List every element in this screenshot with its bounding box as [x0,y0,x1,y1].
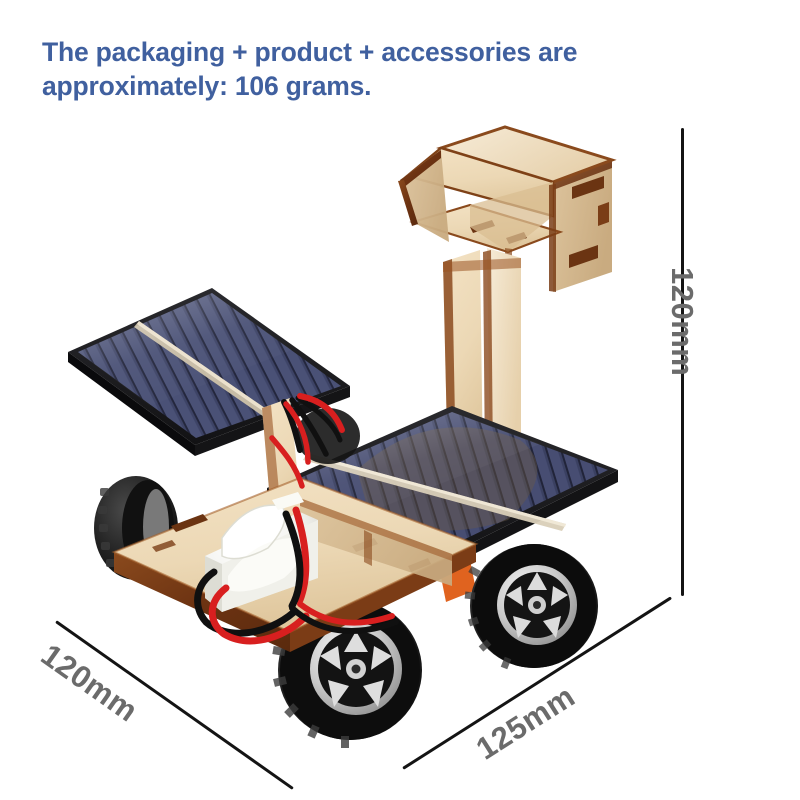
wiring-harness [194,393,399,645]
page-title: The packaging + product + accessories ar… [42,37,578,101]
dimension-line-height [681,128,684,596]
wheel-rear-right [296,408,360,464]
wheel-front-right [440,544,598,670]
upper-solar-panel [68,288,350,456]
dimension-label-height: 120mm [665,267,700,377]
wooden-cabin-module [398,125,617,292]
